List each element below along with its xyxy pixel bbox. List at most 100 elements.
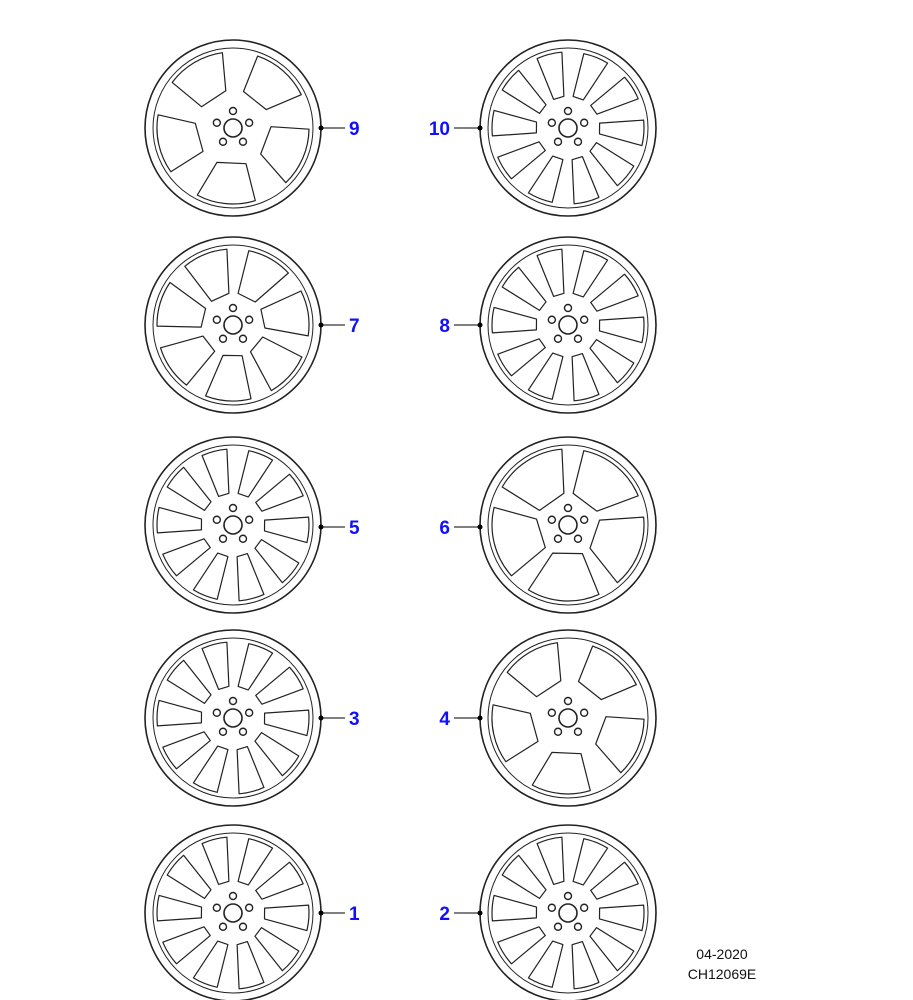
callout-1: 1 — [318, 904, 360, 925]
lug-hole — [218, 534, 228, 543]
wheel-5 — [144, 436, 322, 614]
spoke-window — [162, 538, 211, 577]
lug-hole — [238, 922, 248, 931]
lug-hole — [218, 922, 228, 931]
wheel-rim-inner — [152, 244, 314, 406]
center-bore — [223, 903, 243, 923]
wheel-rim-inner — [487, 444, 649, 606]
lug-hole — [218, 334, 228, 343]
spoke-window — [263, 904, 310, 932]
spoke-window — [236, 941, 265, 990]
lug-hole — [547, 118, 557, 127]
spoke-window — [263, 709, 310, 737]
lug-hole — [244, 118, 254, 127]
spoke-window — [589, 516, 645, 584]
spoke-window — [497, 141, 546, 180]
lug-hole — [212, 708, 222, 717]
lug-hole — [563, 696, 573, 706]
lug-hole — [579, 708, 589, 717]
lug-hole — [228, 303, 238, 313]
lug-hole — [228, 106, 238, 116]
spoke-window — [536, 836, 565, 885]
spoke-window — [598, 119, 645, 147]
lug-hole — [244, 708, 254, 717]
spoke-window — [242, 55, 302, 111]
wheel-6 — [479, 436, 657, 614]
spoke-window — [237, 250, 289, 303]
callout-6: 6 — [439, 518, 483, 539]
lug-hole — [579, 315, 589, 324]
spoke-window — [260, 290, 310, 337]
lug-hole — [563, 303, 573, 313]
spoke-window — [201, 448, 230, 497]
spoke-window — [237, 643, 274, 691]
center-bore — [223, 118, 243, 138]
lug-hole — [553, 137, 563, 146]
center-bore — [558, 708, 578, 728]
spoke-window — [590, 273, 639, 312]
spoke-window — [571, 156, 600, 205]
center-bore — [558, 903, 578, 923]
callout-2: 2 — [439, 904, 483, 925]
callout-4: 4 — [439, 709, 483, 730]
spoke-window — [156, 894, 203, 922]
spoke-window — [156, 699, 203, 727]
spoke-window — [589, 339, 635, 384]
spoke-window — [254, 927, 300, 972]
spoke-window — [491, 704, 539, 763]
lug-hole — [573, 137, 583, 146]
lug-hole — [573, 727, 583, 736]
spoke-window — [501, 448, 565, 511]
callout-label: 7 — [349, 316, 360, 337]
lug-hole — [228, 696, 238, 706]
center-bore — [558, 515, 578, 535]
lug-hole — [228, 503, 238, 513]
center-bore — [223, 708, 243, 728]
center-bore — [223, 315, 243, 335]
spoke-window — [156, 506, 203, 534]
center-bore — [558, 315, 578, 335]
spoke-window — [263, 516, 310, 544]
lug-hole — [238, 334, 248, 343]
spoke-window — [527, 940, 564, 988]
lug-hole — [212, 515, 222, 524]
callout-10: 10 — [429, 119, 483, 140]
lug-hole — [212, 315, 222, 324]
spoke-window — [531, 751, 591, 795]
spoke-window — [506, 642, 562, 698]
center-bore — [223, 515, 243, 535]
wheel-8 — [479, 236, 657, 414]
spoke-window — [201, 641, 230, 690]
lug-hole — [553, 727, 563, 736]
lug-hole — [553, 534, 563, 543]
spoke-window — [501, 69, 547, 114]
callout-label: 4 — [439, 709, 450, 730]
callout-3: 3 — [318, 709, 360, 730]
wheel-7 — [144, 236, 322, 414]
callout-label: 5 — [349, 518, 360, 539]
lug-hole — [579, 903, 589, 912]
spoke-window — [255, 666, 304, 705]
wheel-2 — [479, 824, 657, 1000]
spoke-window — [255, 861, 304, 900]
spoke-window — [205, 354, 252, 402]
spoke-window — [196, 161, 256, 205]
wheel-rim-inner — [487, 47, 649, 209]
lug-hole — [218, 137, 228, 146]
spoke-window — [589, 142, 635, 187]
spoke-window — [598, 904, 645, 932]
spoke-window — [236, 553, 265, 602]
spoke-window — [572, 250, 609, 298]
wheel-rim-inner — [487, 244, 649, 406]
spoke-window — [491, 894, 538, 922]
lug-hole — [228, 891, 238, 901]
spoke-window — [497, 338, 546, 377]
spoke-window — [166, 659, 212, 704]
lug-hole — [547, 708, 557, 717]
callout-label: 8 — [439, 316, 450, 337]
lug-hole — [238, 534, 248, 543]
spoke-window — [595, 716, 645, 774]
spoke-window — [166, 466, 212, 511]
spoke-window — [491, 506, 546, 577]
spoke-window — [237, 450, 274, 498]
